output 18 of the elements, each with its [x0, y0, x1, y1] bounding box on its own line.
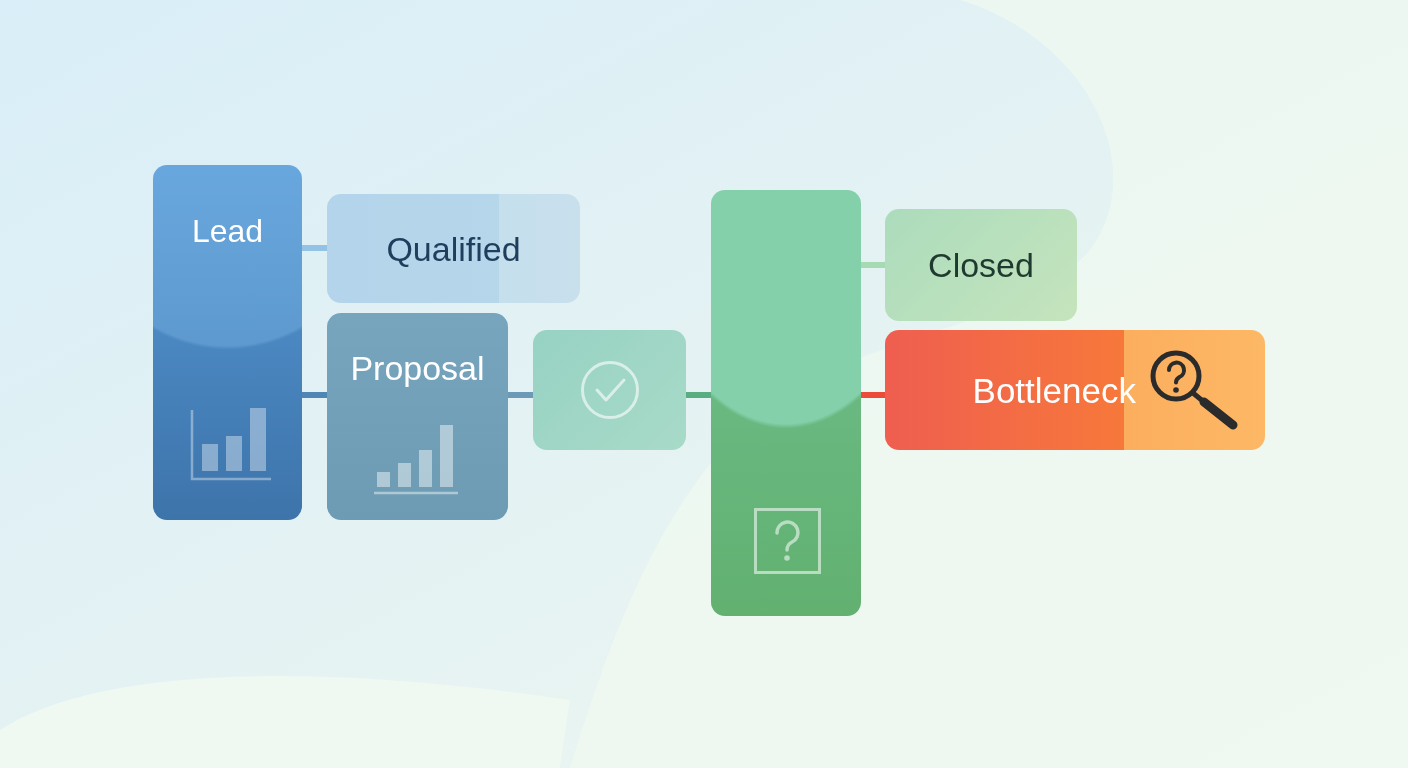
stage-box — [327, 313, 508, 520]
stage-label: Lead — [191, 215, 264, 247]
connector-line — [302, 245, 327, 251]
stage-box — [327, 194, 580, 303]
icon-tile — [533, 330, 686, 450]
alert-box — [885, 330, 1265, 450]
stage-label: Qualified — [386, 231, 521, 266]
connector-line — [508, 392, 533, 398]
stage-label: Bottleneck — [972, 372, 1136, 408]
connector-line — [861, 262, 885, 268]
stage-label: Closed — [928, 248, 1034, 282]
tall-stage-box — [153, 165, 302, 520]
stage-box — [885, 209, 1077, 321]
tall-stage-box — [711, 190, 861, 616]
stage-label: Proposal — [350, 351, 485, 385]
connector-line — [686, 392, 711, 398]
connector-line — [861, 392, 885, 398]
connector-line — [302, 392, 327, 398]
